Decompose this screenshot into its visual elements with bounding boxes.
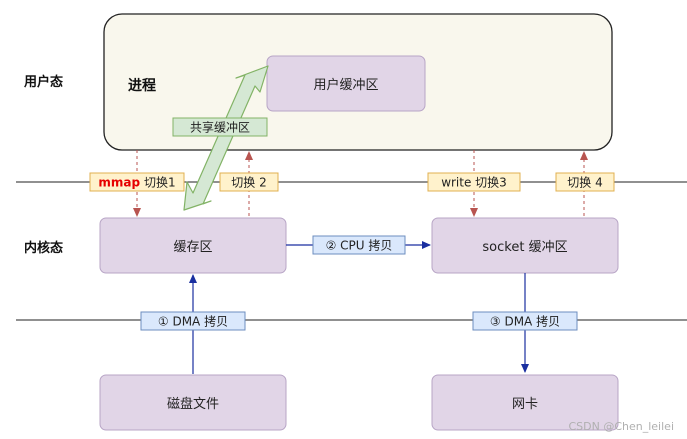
user-buffer-box xyxy=(266,55,426,112)
switch3-tag xyxy=(427,172,521,192)
nic-box xyxy=(431,374,619,431)
switch4-tag xyxy=(555,172,615,192)
switch3-label: write 切换3 xyxy=(441,176,507,190)
socket-buffer-label: socket 缓冲区 xyxy=(482,240,567,255)
kernel-mode-label: 内核态 xyxy=(24,240,63,256)
dma-copy-1-tag xyxy=(140,311,246,331)
user-buffer-label: 用户缓冲区 xyxy=(313,77,378,93)
dma-copy-1-label: ① DMA 拷贝 xyxy=(158,314,228,329)
switch1-text: 切换1 xyxy=(140,176,175,190)
switch2-tag xyxy=(219,172,279,192)
cpu-copy-tag xyxy=(312,235,406,255)
mmap-keyword: mmap xyxy=(98,176,140,190)
shared-buffer-tag xyxy=(172,117,268,137)
shared-buffer-label: 共享缓冲区 xyxy=(190,120,250,135)
disk-file-box xyxy=(99,374,287,431)
switch1-label: mmap 切换1 xyxy=(98,176,175,190)
shared-mapping-arrow xyxy=(183,65,269,211)
page-cache-label: 缓存区 xyxy=(173,240,212,255)
switch2-label: 切换 2 xyxy=(231,176,266,190)
cpu-copy-label: ② CPU 拷贝 xyxy=(326,238,393,253)
nic-label: 网卡 xyxy=(512,397,538,412)
user-mode-label: 用户态 xyxy=(23,74,63,90)
switch1-tag xyxy=(89,172,185,192)
switch4-label: 切换 4 xyxy=(567,176,602,190)
dma-copy-3-label: ③ DMA 拷贝 xyxy=(490,314,560,329)
watermark: CSDN @Chen_leilei xyxy=(568,420,674,433)
disk-file-label: 磁盘文件 xyxy=(167,396,219,412)
dma-copy-3-tag xyxy=(472,311,578,331)
process-label: 进程 xyxy=(128,78,156,94)
